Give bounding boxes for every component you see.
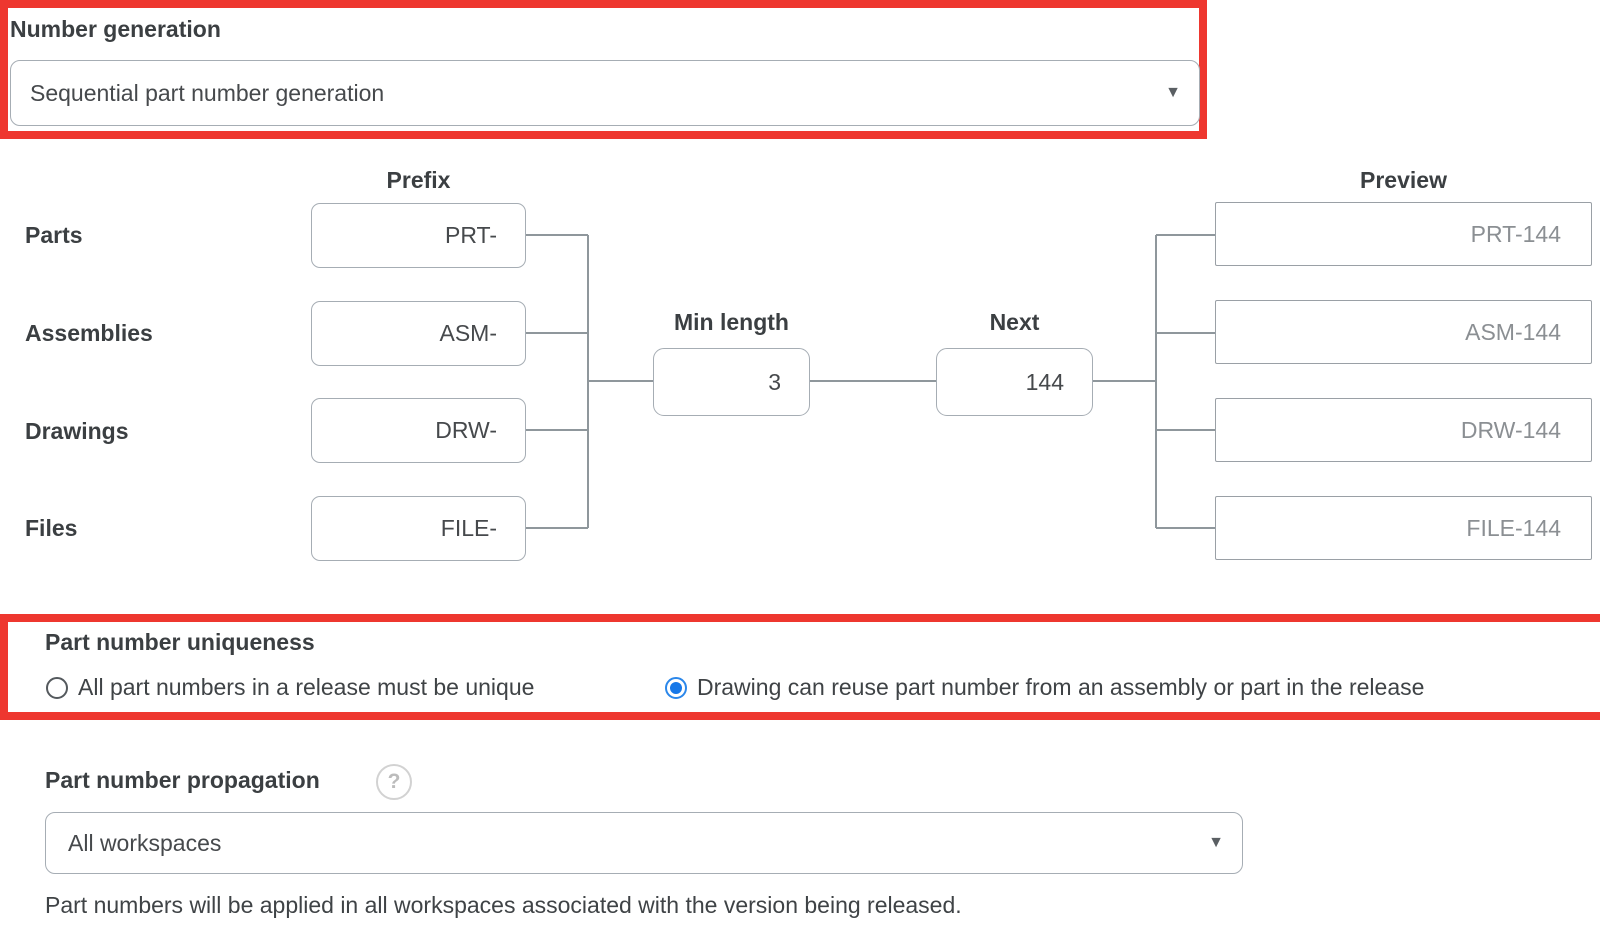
radio-drawing-reuse[interactable] [665,677,687,699]
number-generation-dropdown-value: Sequential part number generation [30,79,385,106]
propagation-description: Part numbers will be applied in all work… [45,892,962,918]
radio-unique-all-label[interactable]: All part numbers in a release must be un… [78,674,535,700]
min-length-input[interactable]: 3 [653,348,810,416]
radio-selected-dot [670,682,682,694]
radio-unique-all[interactable] [46,677,68,699]
prefix-column-header: Prefix [386,167,451,193]
propagation-label: Part number propagation [45,767,320,793]
radio-drawing-reuse-label[interactable]: Drawing can reuse part number from an as… [697,674,1425,700]
min-length-label: Min length [674,309,789,335]
prefix-input-parts[interactable]: PRT- [311,203,526,268]
number-generation-label: Number generation [10,16,221,42]
row-label-files: Files [25,515,78,541]
preview-parts: PRT-144 [1215,202,1592,266]
preview-column-header: Preview [1360,167,1447,193]
propagation-dropdown[interactable]: All workspaces ▼ [45,812,1243,874]
preview-drawings: DRW-144 [1215,398,1592,462]
chevron-down-icon: ▼ [1208,834,1224,851]
prefix-input-files[interactable]: FILE- [311,496,526,561]
row-label-assemblies: Assemblies [25,320,153,346]
next-number-label: Next [989,309,1040,335]
propagation-dropdown-value: All workspaces [68,829,222,856]
next-number-input[interactable]: 144 [936,348,1093,416]
uniqueness-label: Part number uniqueness [45,629,315,655]
number-generation-dropdown[interactable]: Sequential part number generation ▼ [10,60,1200,126]
row-label-drawings: Drawings [25,418,129,444]
row-label-parts: Parts [25,222,83,248]
prefix-input-assemblies[interactable]: ASM- [311,301,526,366]
help-icon[interactable]: ? [376,764,412,800]
preview-assemblies: ASM-144 [1215,300,1592,364]
preview-files: FILE-144 [1215,496,1592,560]
chevron-down-icon: ▼ [1165,84,1181,101]
prefix-input-drawings[interactable]: DRW- [311,398,526,463]
